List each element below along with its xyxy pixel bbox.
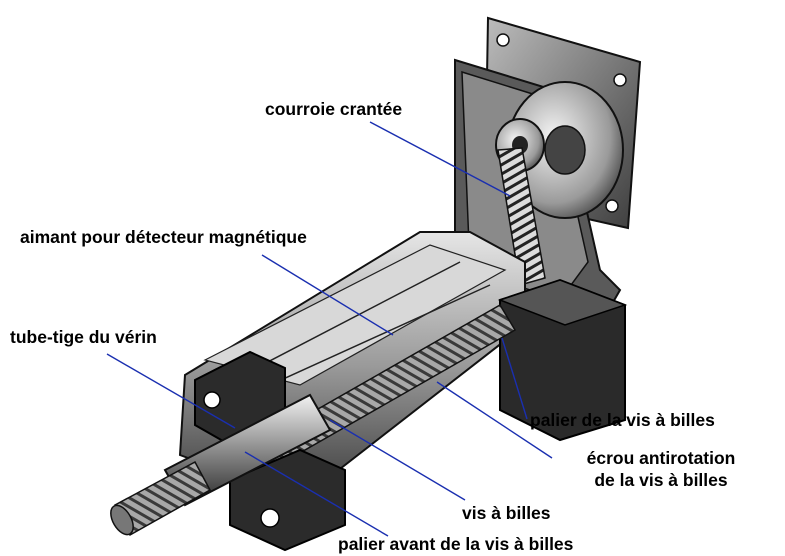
leader-line-magnet	[261, 254, 394, 336]
label-front-bearing: palier avant de la vis à billes	[338, 534, 574, 554]
leader-line-timing-belt	[369, 121, 511, 197]
label-rod-tube: tube-tige du vérin	[10, 327, 157, 347]
label-timing-belt: courroie crantée	[265, 99, 403, 119]
label-anti-rotation-nut-line2: de la vis à billes	[594, 470, 728, 490]
driven-pulley	[506, 81, 624, 219]
rear-end-cap	[497, 278, 628, 442]
leader-lines	[106, 121, 553, 537]
label-anti-rotation-nut: écrou antirotation de la vis à billes	[555, 447, 767, 491]
label-ball-screw: vis à billes	[462, 503, 551, 523]
label-magnet: aimant pour détecteur magnétique	[20, 227, 307, 247]
leader-line-anti-rotation-nut	[436, 381, 553, 459]
label-anti-rotation-nut-line1: écrou antirotation	[586, 448, 736, 468]
leader-line-ball-screw	[329, 419, 466, 501]
leader-line-front-bearing	[244, 451, 389, 537]
leader-line-rod-tube	[106, 353, 236, 429]
label-screw-bearing: palier de la vis à billes	[530, 410, 715, 430]
piston-rod	[110, 393, 332, 537]
leader-line-screw-bearing	[501, 337, 528, 420]
toothed-belt	[497, 147, 546, 286]
